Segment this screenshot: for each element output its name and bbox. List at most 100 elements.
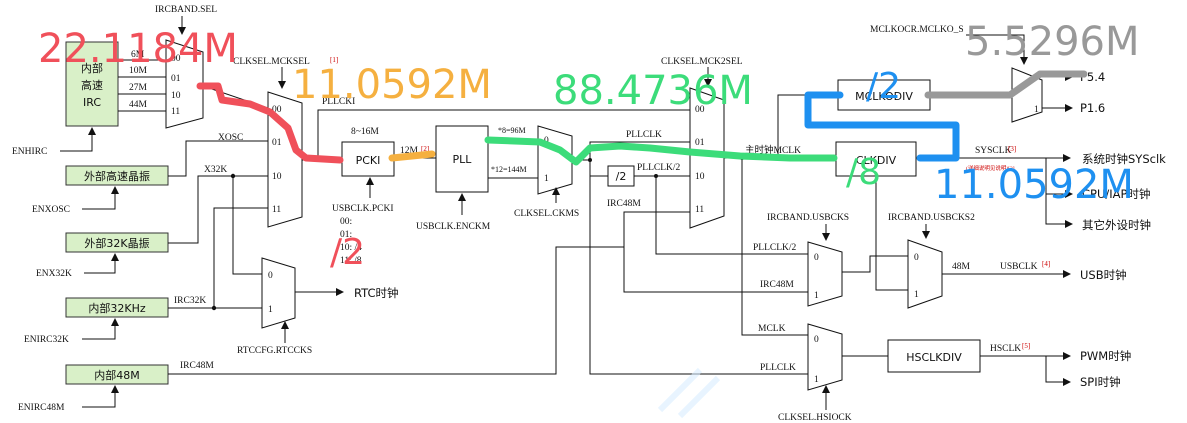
mclko-sel-label: MCLKOCR.MCLKO_S: [870, 25, 964, 35]
ircband-freq-27m: 27M: [129, 83, 148, 93]
pcki-code-2: 10: /4: [340, 243, 362, 253]
red-path: [196, 82, 344, 164]
mck2sel-mux: [689, 87, 725, 229]
rtccfg-label: RTCCFG.RTCCKS: [237, 346, 312, 356]
sysclk-subnote: (详细说明见说明)[3]: [966, 164, 1015, 172]
pcki-range: 8~16M: [351, 127, 379, 137]
ircband-freq-44m: 44M: [129, 100, 148, 110]
hs-code-0: 0: [814, 335, 819, 345]
irc32k-source: 内部32KHz: [65, 297, 169, 318]
irc32k-label: 内部32KHz: [88, 301, 145, 315]
ckms-in-1: 1: [544, 174, 549, 184]
usb-48m-label: 48M: [952, 262, 971, 272]
hirc-line3: IRC: [83, 96, 101, 109]
usb-mux-2: [907, 239, 943, 309]
usb2-code-0: 0: [914, 253, 919, 263]
hsclk-note: [5]: [1022, 342, 1030, 350]
hs-code-1: 1: [814, 375, 819, 385]
pll-box: [435, 125, 489, 193]
anno-55m: 5.5296M: [965, 19, 1139, 65]
usbclk-note: [4]: [1042, 260, 1050, 268]
annotation-layer: 22.1184M 11.0592M 88.4736M 5.5296M /2 /2…: [38, 19, 1139, 273]
p16-label: P1.6: [1080, 101, 1105, 115]
mck2-code-0: 00: [695, 105, 705, 115]
ircband-mux: [165, 39, 204, 129]
xosc-label: 外部高速晶振: [84, 169, 150, 183]
anno-22m: 22.1184M: [38, 26, 238, 72]
ircband-code-2: 10: [171, 91, 181, 101]
pcki-label: PCKI: [356, 154, 381, 167]
pcki-sel-label: USBCLK.PCKI: [332, 204, 394, 214]
rtc-out-label: RTC时钟: [354, 286, 399, 300]
mcksel-note: [1]: [330, 56, 338, 64]
mcksel-mux: [267, 91, 303, 228]
usb-pllclk2-label: PLLCLK/2: [753, 243, 797, 253]
clkdiv-label: CLKDIV: [856, 154, 897, 167]
mcksel-code-0: 00: [272, 105, 282, 115]
irc48m-wire-label: IRC48M: [180, 361, 214, 371]
xosc-source: 外部高速晶振: [65, 165, 169, 186]
rtc-code-0: 0: [268, 271, 273, 281]
anno-div2-blue: /2: [866, 66, 901, 107]
mck2-code-3: 11: [695, 205, 704, 215]
enhirc-label: ENHIRC: [12, 147, 47, 157]
hsiock-label: CLKSEL.HSIOCK: [778, 413, 852, 423]
mclko-in-1: 1: [1034, 105, 1039, 115]
clkdiv-box: [835, 141, 917, 177]
mclkodiv-box: [837, 79, 931, 111]
mcksel-code-3: 11: [272, 205, 281, 215]
ircband-code-1: 01: [171, 74, 181, 84]
gray-path: [924, 70, 1088, 99]
usbcks-label: IRCBAND.USBCKS: [767, 213, 849, 223]
enirc32k-label: ENIRC32K: [24, 335, 69, 345]
irc48m-source: 内部48M: [65, 364, 169, 385]
x32k-wire-label: X32K: [204, 165, 227, 175]
hs-mclk-label: MCLK: [758, 324, 786, 334]
mck2-code-1: 01: [695, 138, 705, 148]
usb2-code-1: 1: [914, 290, 919, 300]
ircband-freq-10m: 10M: [129, 66, 148, 76]
rtc-mux: [261, 257, 296, 329]
pll-enable-label: USBCLK.ENCKM: [416, 222, 491, 232]
hsclk-label: HSCLK: [990, 344, 1021, 354]
hsclkdiv-label: HSCLKDIV: [906, 351, 962, 364]
hirc-source: 内部 高速 IRC: [65, 41, 119, 127]
enx32k-label: ENX32K: [36, 269, 72, 279]
pcki-box: [341, 141, 395, 177]
anno-div8: /8: [846, 152, 881, 193]
x32k-source: 外部32K晶振: [65, 232, 169, 253]
mcksel-code-2: 10: [272, 172, 282, 182]
mcksel-code-1: 01: [272, 138, 282, 148]
hirc-line2: 高速: [81, 78, 103, 92]
pll-x8: *8=96M: [498, 126, 526, 135]
pcki-code-0: 00:: [340, 217, 352, 227]
mclk-label: 主时钟MCLK: [745, 144, 801, 156]
usb-irc48m-label: IRC48M: [760, 280, 794, 290]
mck2sel-label: CLKSEL.MCK2SEL: [661, 57, 743, 67]
anno-11m-blue: 11.0592M: [934, 162, 1134, 208]
hirc-line1: 内部: [81, 61, 103, 75]
pwm-clk-out: PWM时钟: [1080, 349, 1131, 363]
x32k-label: 外部32K晶振: [84, 236, 149, 250]
irc32k-wire-label: IRC32K: [174, 296, 206, 306]
cpu-clk-out: CPU/IAP时钟: [1082, 187, 1150, 201]
sysclk-out: 系统时钟SYSclk: [1082, 152, 1166, 166]
irc48m-label: 内部48M: [94, 368, 140, 382]
sysclk-label: SYSCLK: [975, 146, 1012, 156]
hsiock-mux: [807, 323, 843, 391]
mck2-code-2: 10: [695, 172, 705, 182]
ircband-code-0: 00: [171, 54, 181, 64]
spi-clk-out: SPI时钟: [1080, 375, 1121, 389]
sysclk-note: [3]: [1008, 145, 1016, 153]
ircband-freq-6m: 6M: [131, 50, 145, 60]
xosc-wire-label: XOSC: [218, 133, 243, 143]
pll-label: PLL: [453, 153, 473, 166]
mclkodiv-label: MCLKODIV: [855, 90, 913, 103]
usbcks2-label: IRCBAND.USBCKS2: [888, 213, 975, 223]
ircband-code-3: 11: [171, 107, 180, 117]
enxosc-label: ENXOSC: [32, 205, 70, 215]
ircband-sel-label: IRCBAND.SEL: [155, 5, 217, 15]
pllcki-label: PLLCKI: [322, 97, 355, 107]
enirc48m-label: ENIRC48M: [18, 403, 65, 413]
